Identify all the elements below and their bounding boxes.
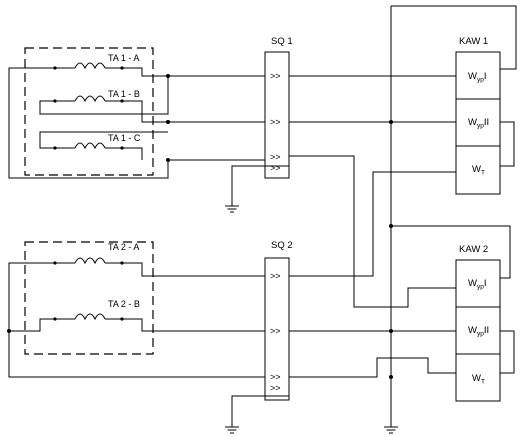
kaw2-cell-3-label: WT [472, 373, 485, 386]
ta1-wiring [8, 67, 265, 179]
ground-icon [225, 426, 239, 434]
svg-text:>>: >> [270, 152, 281, 162]
svg-text:>>: >> [270, 163, 281, 173]
sq2-block [264, 257, 290, 401]
ta1-a-winding [53, 62, 124, 70]
ta2-b-winding [53, 313, 124, 321]
svg-text:>>: >> [270, 326, 281, 336]
kaw1-cell-3 [455, 145, 501, 195]
sq1-ground-wire [231, 165, 289, 206]
svg-text:>>: >> [270, 71, 281, 81]
svg-text:>>: >> [270, 383, 281, 393]
kaw1-cell-1 [455, 51, 501, 100]
kaw2-cell-3 [455, 353, 501, 402]
sq1-block [264, 51, 290, 179]
ta2-b-label: TA 2 - B [108, 299, 140, 309]
sq2-label: SQ 2 [271, 240, 293, 251]
ta1-b-winding [53, 95, 124, 103]
sq1-label: SQ 1 [271, 36, 293, 47]
ta2-a-label: TA 2 - A [108, 242, 139, 252]
kaw2-cell-1-label: WypI [468, 278, 486, 291]
svg-text:>>: >> [270, 117, 281, 127]
sq2-ground-wire [231, 395, 289, 427]
relay-wiring [289, 5, 517, 427]
kaw2-cell-2-label: WypII [468, 325, 489, 338]
ta2-group-outline [24, 241, 154, 355]
ground-icon [225, 205, 239, 213]
kaw1-label: KAW 1 [459, 36, 488, 47]
svg-text:>>: >> [270, 372, 281, 382]
sq2-pins: >> >> >> >> [270, 271, 281, 393]
kaw2-cell-1 [455, 259, 501, 308]
sq1-pins: >> >> >> >> [270, 71, 281, 173]
svg-text:>>: >> [270, 271, 281, 281]
ta1-b-label: TA 1 - B [108, 89, 140, 99]
kaw1-cell-2 [455, 98, 501, 147]
ta2-wiring [7, 262, 265, 378]
kaw2-label: KAW 2 [459, 244, 488, 255]
kaw1-cell-3-label: WT [472, 164, 485, 177]
ta2-a-winding [53, 257, 124, 265]
kaw2-cell-2 [455, 306, 501, 355]
ta1-c-label: TA 1 - C [108, 133, 141, 143]
ta1-c-winding [53, 142, 124, 150]
kaw1-cell-1-label: WypI [468, 71, 486, 84]
ta1-a-label: TA 1 - A [108, 53, 139, 63]
kaw1-cell-2-label: WypII [468, 117, 489, 130]
ta1-group-outline [24, 47, 154, 176]
ground-icon [384, 426, 398, 434]
